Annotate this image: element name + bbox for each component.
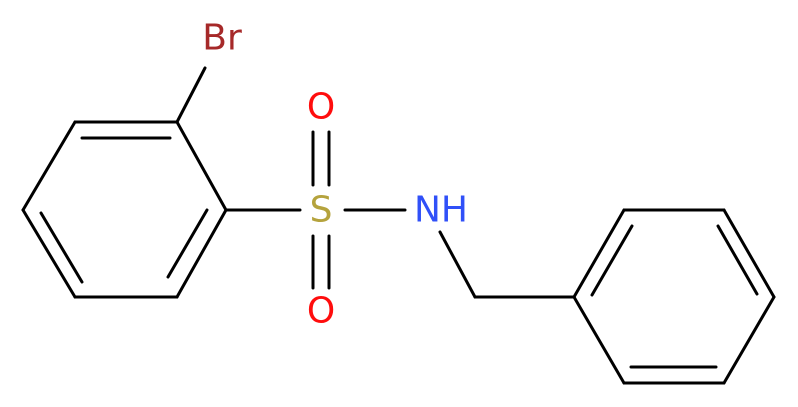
c-br-bond xyxy=(175,66,207,124)
ring2-bond-3 xyxy=(722,208,776,299)
n-ch2-bond xyxy=(438,230,477,299)
ring2-inner-bond-1 xyxy=(590,224,634,297)
ring2-bond-1 xyxy=(572,208,626,299)
nitrogen-label: NH xyxy=(414,190,468,231)
ring1-bond-5 xyxy=(21,120,77,212)
phenyl-ring xyxy=(572,208,776,385)
bromobenzene-ring xyxy=(21,120,228,299)
bromine-label: Br xyxy=(202,18,242,59)
ring2-bond-4 xyxy=(722,295,776,385)
ring1-bond-2 xyxy=(175,208,228,299)
ring1-inner-bond-3 xyxy=(39,211,84,284)
ring1-bond-4 xyxy=(21,208,77,299)
ring2-inner-bond-2 xyxy=(716,224,759,296)
ring1-inner-bond-2 xyxy=(166,208,209,279)
ring2-bond-6 xyxy=(572,295,626,385)
oxygen-bottom-label: O xyxy=(307,291,335,332)
oxygen-top-label: O xyxy=(307,87,335,128)
sulfur-label: S xyxy=(310,190,333,231)
ring1-bond-1 xyxy=(175,120,228,212)
